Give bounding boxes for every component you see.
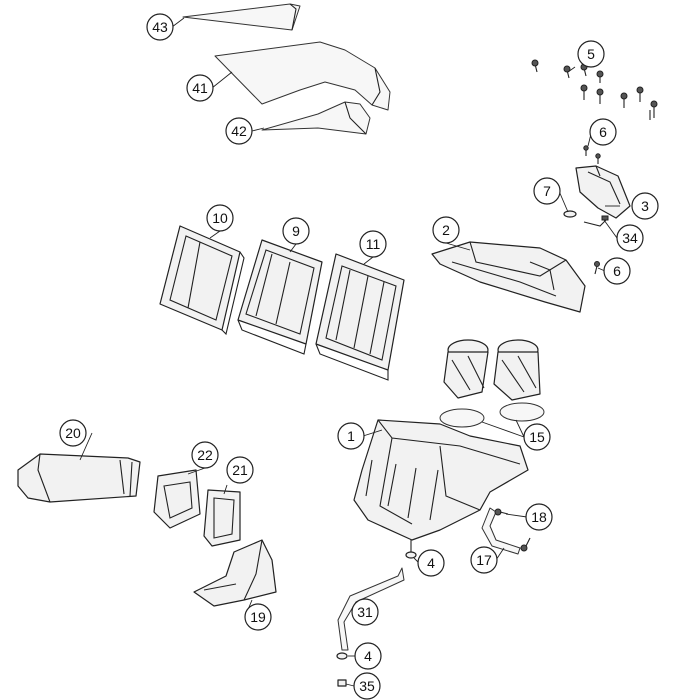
callout-34: 34	[616, 224, 644, 252]
part-15-intake-boots	[439, 339, 545, 428]
part-17-hose	[481, 507, 521, 555]
callout-6-lower: 6	[603, 257, 631, 285]
callout-label: 15	[529, 429, 545, 445]
part-20-intake-duct	[17, 453, 141, 503]
callout-label: 11	[366, 236, 381, 252]
callout-label: 21	[232, 462, 248, 478]
callout-label: 3	[641, 198, 649, 214]
part-11-filter-cage	[315, 253, 405, 381]
callout-label: 19	[250, 609, 266, 625]
callout-9: 9	[282, 217, 310, 245]
leader-lines	[79, 17, 620, 687]
callout-label: 22	[197, 447, 213, 463]
part-4-clamp-lower	[336, 652, 348, 660]
part-43-cover	[182, 3, 301, 31]
callout-11: 11	[359, 230, 387, 258]
callout-label: 2	[442, 222, 450, 238]
part-34-sensor	[583, 215, 609, 227]
callout-1: 1	[337, 422, 365, 450]
callout-label: 5	[587, 46, 595, 62]
callout-label: 4	[427, 555, 435, 571]
part-31-hose	[337, 567, 405, 651]
callout-label: 6	[599, 124, 607, 140]
part-9-filter-frame	[237, 239, 323, 355]
callout-label: 10	[212, 210, 228, 226]
callout-31: 31	[351, 598, 379, 626]
callout-35: 35	[353, 672, 381, 700]
callout-21: 21	[226, 456, 254, 484]
callout-label: 17	[476, 552, 492, 568]
callout-label: 18	[531, 509, 547, 525]
callout-label: 7	[543, 183, 551, 199]
part-5-bolts	[531, 59, 658, 120]
callout-label: 43	[152, 19, 168, 35]
callout-label: 20	[65, 425, 81, 441]
callout-5: 5	[577, 40, 605, 68]
callout-label: 6	[613, 263, 621, 279]
part-41-cover	[214, 41, 391, 111]
callout-41: 41	[186, 74, 214, 102]
callout-22: 22	[191, 441, 219, 469]
part-3-bracket	[575, 165, 631, 219]
part-42-cover	[261, 101, 371, 135]
callout-17: 17	[470, 546, 498, 574]
callout-19: 19	[244, 603, 272, 631]
callout-10: 10	[206, 204, 234, 232]
callout-label: 35	[359, 678, 375, 694]
part-10-filter	[159, 225, 245, 336]
callout-6-upper: 6	[589, 118, 617, 146]
callout-18: 18	[525, 503, 553, 531]
part-22-duct	[153, 469, 201, 529]
callout-42: 42	[225, 117, 253, 145]
callout-label: 34	[622, 230, 638, 246]
part-4-clamp-upper	[405, 540, 417, 559]
part-21-grille	[203, 489, 241, 547]
callout-label: 9	[292, 223, 300, 239]
callout-43: 43	[146, 13, 174, 41]
callout-4-upper: 4	[417, 549, 445, 577]
part-1-airbox	[353, 419, 529, 541]
part-35-plug	[337, 679, 347, 687]
part-19-duct	[193, 539, 277, 607]
callout-label: 41	[192, 80, 208, 96]
callout-20: 20	[59, 419, 87, 447]
callout-7: 7	[533, 177, 561, 205]
part-7-ring	[563, 210, 577, 218]
callout-label: 42	[231, 123, 247, 139]
callout-label: 31	[357, 604, 373, 620]
part-6-screws	[583, 145, 601, 275]
callout-4-lower: 4	[354, 642, 382, 670]
callout-3: 3	[631, 192, 659, 220]
part-2-lid	[431, 241, 586, 313]
callout-15: 15	[523, 423, 551, 451]
callout-label: 4	[364, 648, 372, 664]
callout-label: 1	[347, 428, 355, 444]
callout-2: 2	[432, 216, 460, 244]
